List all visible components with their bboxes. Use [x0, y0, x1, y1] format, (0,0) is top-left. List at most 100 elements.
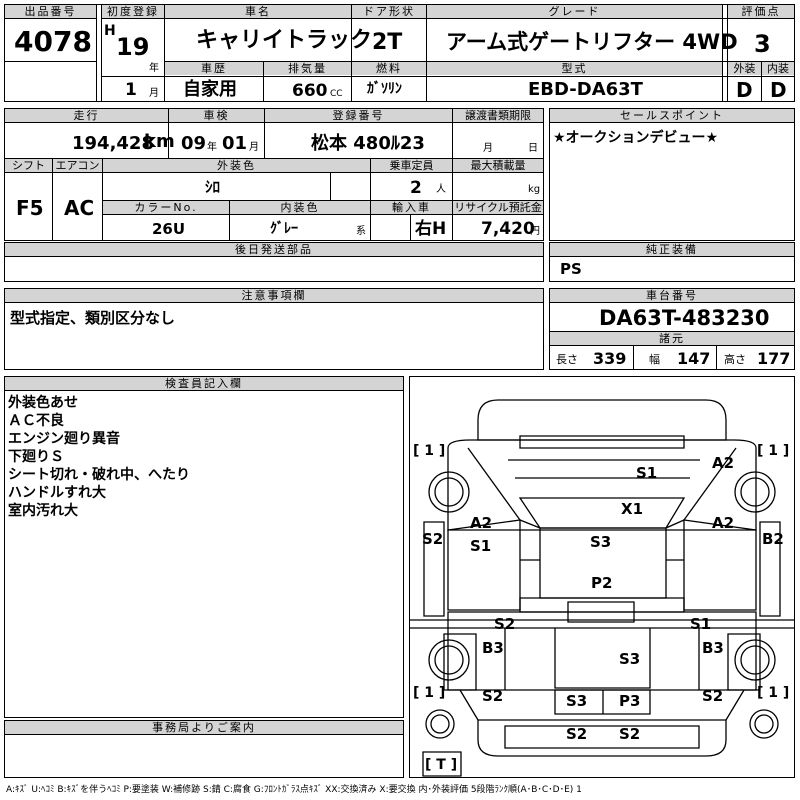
- mark-bumper-right: S2: [619, 725, 641, 743]
- mark-cabin-back: P2: [591, 574, 613, 592]
- transfer-month-unit: 月: [483, 143, 493, 154]
- first-reg-month: 1: [125, 80, 137, 100]
- ext-color-label: 外装色: [103, 159, 370, 172]
- model-label: 型式: [427, 62, 722, 75]
- capacity-value: 2: [410, 178, 422, 198]
- int-color-label: 内装色: [230, 201, 370, 214]
- capacity-label: 乗車定員: [371, 159, 452, 172]
- length-value: 339: [593, 349, 627, 368]
- transfer-label: 譲渡書類期限: [453, 109, 543, 122]
- inspection-year: 09: [181, 133, 207, 154]
- mark-front-right-fender: A2: [712, 454, 735, 472]
- sales-value: ★オークションデビュー★: [553, 130, 719, 146]
- int-color-unit: 系: [356, 226, 366, 237]
- office-label: 事務局よりご案内: [5, 721, 403, 734]
- sales-label: セールスポイント: [550, 109, 794, 122]
- mark-left-door-a: A2: [470, 514, 493, 532]
- plate-label: 登録番号: [265, 109, 452, 122]
- car-name: キャリイトラック: [196, 28, 373, 53]
- plate-value: 松本 480ﾙ23: [311, 133, 425, 154]
- mark-left-door-b: S1: [470, 537, 492, 555]
- first-reg-label: 初度登録: [102, 5, 164, 18]
- equipment-label: 純正装備: [550, 243, 794, 256]
- inspector-section: [4, 376, 404, 718]
- inspection-year-unit: 年: [207, 142, 217, 153]
- load-unit: kg: [528, 184, 541, 195]
- grade-label: グレード: [427, 5, 722, 18]
- sales-point-section: [549, 108, 795, 241]
- remark-line: 下廻りＳ: [8, 449, 64, 465]
- mileage-section: [4, 108, 544, 241]
- chassis-label: 車台番号: [550, 289, 794, 302]
- notes-value: 型式指定、類別区分なし: [10, 309, 176, 327]
- equipment-value: PS: [560, 260, 582, 278]
- rear-right-bracket: [ 1 ]: [757, 685, 790, 701]
- displacement-label: 排気量: [264, 62, 351, 75]
- inspector-label: 検査員記入欄: [5, 377, 403, 390]
- color-no-label: カラーNo.: [103, 201, 229, 214]
- history-label: 車歴: [165, 62, 263, 75]
- mark-right-rear-side: S2: [702, 687, 724, 705]
- recycle-value: 7,420: [481, 219, 535, 239]
- remark-line: シート切れ・破れ中、へたり: [8, 467, 190, 483]
- mark-right-rocker: B2: [762, 530, 784, 548]
- mark-bed-floor: S3: [619, 650, 641, 668]
- score-value: 3: [754, 30, 771, 58]
- ext-color-value: ｼﾛ: [205, 178, 221, 196]
- height-label: 高さ: [724, 353, 746, 366]
- remark-line: ＡＣ不良: [8, 413, 64, 429]
- displacement-value: 660: [292, 81, 328, 101]
- recycle-label: リサイクル預託金: [453, 201, 543, 214]
- front-right-bracket: [ 1 ]: [757, 443, 790, 459]
- mark-right-door: A2: [712, 514, 735, 532]
- transfer-day-unit: 日: [528, 143, 538, 154]
- spec-label: 諸元: [550, 332, 794, 345]
- front-left-bracket: [ 1 ]: [413, 443, 446, 459]
- int-color-value: ｸﾞﾚｰ: [270, 221, 298, 237]
- inspector-remarks: 外装色あせ ＡＣ不良 エンジン廻り異音 下廻りＳ シート切れ・破れ中、へたり ハ…: [8, 394, 398, 520]
- mileage-label: 走行: [5, 109, 168, 122]
- mileage-unit: km: [144, 131, 175, 152]
- load-label: 最大積載量: [453, 159, 543, 172]
- mark-left-rear-fender: B3: [482, 639, 504, 657]
- ac-value: AC: [64, 196, 95, 220]
- deferred-label: 後日発送部品: [5, 243, 543, 256]
- name-label: 車名: [165, 5, 351, 18]
- month-unit: 月: [149, 88, 159, 99]
- recycle-unit: 円: [530, 226, 540, 237]
- inspection-label: 車検: [169, 109, 264, 122]
- height-value: 177: [757, 349, 791, 368]
- model-value: EBD-DA63T: [528, 79, 643, 100]
- mark-roof: S3: [590, 533, 612, 551]
- lot-value: 4078: [14, 25, 92, 58]
- door-label: ドア形状: [352, 5, 426, 18]
- era-mark: H: [104, 23, 116, 39]
- grade-value: アーム式ゲートリフター 4WD: [446, 30, 738, 54]
- mark-bumper-left: S2: [566, 725, 588, 743]
- remark-line: エンジン廻り異音: [8, 431, 120, 447]
- door-value: 2T: [372, 30, 403, 55]
- inspection-month-unit: 月: [249, 142, 259, 153]
- interior-value: D: [770, 78, 787, 102]
- shift-value: F5: [16, 196, 44, 220]
- mark-right-rear-fender: B3: [702, 639, 724, 657]
- length-label: 長さ: [556, 353, 578, 366]
- capacity-unit: 人: [436, 184, 446, 195]
- tailgate-bracket: [ T ]: [425, 757, 458, 773]
- displacement-unit: CC: [330, 89, 343, 99]
- fuel-label: 燃料: [352, 62, 426, 75]
- mark-gate-left: S3: [566, 692, 588, 710]
- mark-left-bed-edge: S2: [494, 615, 516, 633]
- inspection-month: 01: [222, 133, 248, 154]
- exterior-label: 外装: [728, 62, 761, 75]
- mark-left-rear-side: S2: [482, 687, 504, 705]
- mark-hood: S1: [636, 464, 658, 482]
- mark-left-rocker: S2: [422, 530, 444, 548]
- lot-label: 出品番号: [5, 5, 96, 18]
- first-reg-year: 19: [116, 33, 150, 61]
- width-label: 幅: [649, 353, 660, 366]
- remark-line: 外装色あせ: [8, 395, 78, 411]
- mileage-value: 194,428: [72, 133, 154, 154]
- mark-windshield: X1: [621, 500, 644, 518]
- history-value: 自家用: [183, 79, 237, 100]
